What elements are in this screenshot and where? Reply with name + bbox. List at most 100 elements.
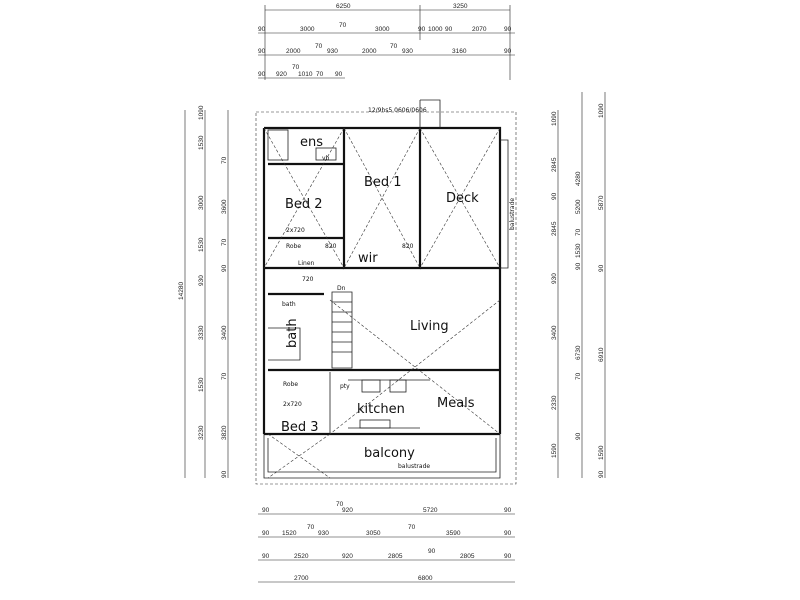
left-dimensions: 14280 1090 1530 3000 1530 930 3330 1530 … bbox=[178, 105, 229, 478]
room-kitchen: kitchen bbox=[357, 402, 405, 417]
dim-right-inner-2: 90 bbox=[551, 192, 558, 200]
dim-left-mid-4: 930 bbox=[198, 275, 205, 286]
dim-top3-5: 70 bbox=[390, 43, 398, 50]
dim-bot2-1: 1520 bbox=[282, 530, 297, 537]
dim-top2-3: 3000 bbox=[375, 26, 390, 33]
dim-bot3-6: 90 bbox=[504, 553, 512, 560]
dim-top3-7: 3160 bbox=[452, 48, 467, 55]
room-wir: wir bbox=[358, 251, 378, 266]
note-window-top: 12/9hs5 0606/0606 bbox=[368, 107, 427, 114]
dim-right-mid-4: 90 bbox=[575, 262, 582, 270]
dim-bot3-1: 2520 bbox=[294, 553, 309, 560]
dim-bot1-1: 920 bbox=[342, 507, 353, 514]
dim-top3-0: 90 bbox=[258, 48, 266, 55]
room-bath-small: bath bbox=[282, 301, 296, 308]
dim-bot2-3: 930 bbox=[318, 530, 329, 537]
dim-top4-1: 90 bbox=[258, 71, 266, 78]
room-linen: Linen bbox=[298, 260, 315, 267]
dim-left-mid-2: 3000 bbox=[198, 195, 205, 210]
dim-right-mid-2: 70 bbox=[575, 228, 582, 236]
dim-left-inner-7: 90 bbox=[221, 470, 228, 478]
dim-right-inner-5: 3400 bbox=[551, 325, 558, 340]
dim-right-mid-1: 5200 bbox=[575, 199, 582, 214]
note-door-820a: 820 bbox=[325, 243, 337, 250]
dim-top3-6: 930 bbox=[402, 48, 413, 55]
dim-bot1-4: 90 bbox=[504, 507, 512, 514]
roof-outline bbox=[255, 111, 517, 485]
dim-left-mid-1: 1530 bbox=[198, 135, 205, 150]
room-robe-upper: Robe bbox=[286, 243, 301, 250]
dim-bot4-0: 2700 bbox=[294, 575, 309, 582]
note-door-820b: 820 bbox=[402, 243, 414, 250]
dim-bot3-2: 920 bbox=[342, 553, 353, 560]
top-dimensions: 6250 3250 90 3000 70 3000 90 1000 90 207… bbox=[258, 3, 515, 80]
staircase bbox=[331, 291, 353, 369]
note-dn: Dn bbox=[337, 285, 346, 292]
dim-top4-3: 1010 bbox=[298, 71, 313, 78]
dim-top3-1: 2000 bbox=[286, 48, 301, 55]
room-living: Living bbox=[410, 319, 449, 334]
dim-top2-5: 1000 bbox=[428, 26, 443, 33]
dim-top4-4: 70 bbox=[316, 71, 324, 78]
dim-top4-2: 920 bbox=[276, 71, 287, 78]
room-labels: ens Bed 1 Bed 2 Deck wir Living kitchen … bbox=[281, 135, 479, 461]
dim-bot1-2: 70 bbox=[336, 501, 344, 508]
dim-left-inner-5: 70 bbox=[221, 372, 228, 380]
dim-bot3-4: 90 bbox=[428, 548, 436, 555]
dim-top2-7: 2070 bbox=[472, 26, 487, 33]
dim-left-mid-3: 1530 bbox=[198, 237, 205, 252]
dim-right-outer-2: 90 bbox=[598, 264, 605, 272]
plan-body bbox=[255, 99, 517, 485]
dim-bot3-0: 90 bbox=[262, 553, 270, 560]
dim-bot2-6: 3590 bbox=[446, 530, 461, 537]
dim-bot1-3: 5720 bbox=[423, 507, 438, 514]
dim-bot3-3: 2805 bbox=[388, 553, 403, 560]
sink bbox=[359, 419, 391, 429]
ceiling-diagonals-lower bbox=[329, 299, 501, 435]
dim-bot3-5: 2805 bbox=[460, 553, 475, 560]
external-stair bbox=[419, 99, 441, 128]
room-pty: pty bbox=[340, 383, 350, 390]
ceiling-diagonals-bed2 bbox=[263, 127, 345, 269]
balcony-balustrade bbox=[267, 438, 497, 473]
room-robe-lower: Robe bbox=[283, 381, 298, 388]
dim-right-mid-0: 4280 bbox=[575, 171, 582, 186]
dim-bot4-1: 6800 bbox=[418, 575, 433, 582]
dim-left-inner-3: 90 bbox=[221, 264, 228, 272]
dim-top-3250: 3250 bbox=[453, 3, 468, 10]
dim-left-inner-4: 3400 bbox=[221, 325, 228, 340]
ceiling-diagonals-balcony bbox=[267, 433, 331, 479]
dim-right-inner-6: 2330 bbox=[551, 395, 558, 410]
dim-left-mid-6: 1530 bbox=[198, 377, 205, 392]
balcony-outline bbox=[263, 434, 501, 479]
dim-right-outer-3: 6910 bbox=[598, 347, 605, 362]
dim-left-inner-1: 3600 bbox=[221, 199, 228, 214]
dim-bot2-5: 70 bbox=[408, 524, 416, 531]
dim-right-mid-6: 70 bbox=[575, 372, 582, 380]
dim-top2-0: 90 bbox=[258, 26, 266, 33]
note-balustrade-right: balustrade bbox=[509, 198, 516, 230]
room-ens: ens bbox=[300, 135, 323, 150]
dim-right-mid-5: 6730 bbox=[575, 345, 582, 360]
dim-top3-4: 2000 bbox=[362, 48, 377, 55]
room-vb: vb bbox=[322, 155, 330, 162]
dim-top4-0: 70 bbox=[292, 64, 300, 71]
room-deck: Deck bbox=[446, 191, 479, 206]
bath-fixture bbox=[268, 327, 301, 361]
deck-balustrade bbox=[500, 139, 509, 269]
note-door-upper: 2x720 bbox=[286, 227, 305, 234]
ens-vanity bbox=[315, 147, 337, 161]
dim-top-6250: 6250 bbox=[336, 3, 351, 10]
plan-notes: balustrade balustrade 2x720 2x720 820 82… bbox=[283, 107, 516, 470]
dim-bot2-4: 3050 bbox=[366, 530, 381, 537]
room-bed3: Bed 3 bbox=[281, 420, 319, 435]
dim-bot2-7: 90 bbox=[504, 530, 512, 537]
dim-right-mid-7: 90 bbox=[575, 432, 582, 440]
dim-top3-2: 70 bbox=[315, 43, 323, 50]
fridge-space bbox=[389, 379, 407, 393]
cooktop bbox=[361, 379, 381, 393]
dim-left-inner-6: 3820 bbox=[221, 425, 228, 440]
room-bed1: Bed 1 bbox=[364, 175, 402, 190]
bottom-dimensions: 90 920 70 5720 90 90 1520 70 930 3050 70… bbox=[258, 501, 515, 583]
dim-top2-6: 90 bbox=[445, 26, 453, 33]
